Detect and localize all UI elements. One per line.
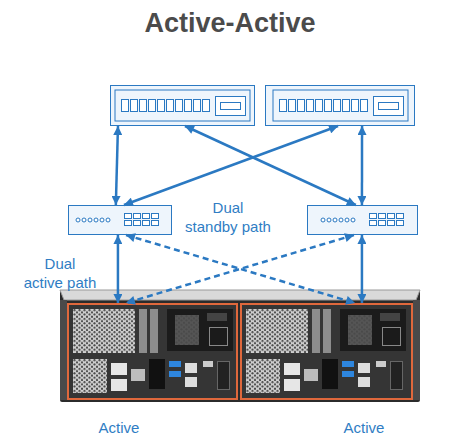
standby-path: [126, 235, 355, 303]
server-unit: [265, 85, 415, 126]
path-label: Dual active path: [20, 254, 100, 292]
controller-box: Active: [67, 303, 238, 400]
wrap-spacer: [178, 198, 198, 217]
diagram-title: Active-Active: [0, 8, 460, 38]
network-switch: [307, 205, 418, 235]
data-path: [124, 126, 338, 205]
wrap-spacer: [20, 254, 40, 273]
node-label: Active: [79, 418, 159, 437]
standby-path: [126, 235, 354, 303]
data-path: [361, 126, 364, 205]
path-label: Dual standby path: [178, 198, 278, 236]
server-unit: [110, 85, 255, 126]
data-path: [361, 235, 364, 303]
data-path: [117, 235, 120, 303]
data-path: [116, 126, 118, 205]
network-switch: [68, 205, 172, 235]
node-label: Active: [324, 418, 404, 437]
data-path: [185, 126, 356, 205]
wrap-spacer: [258, 198, 278, 217]
wrap-spacer: [80, 254, 100, 273]
controller-box: Active: [240, 303, 413, 400]
storage-enclosure: ActiveActive: [60, 290, 420, 402]
